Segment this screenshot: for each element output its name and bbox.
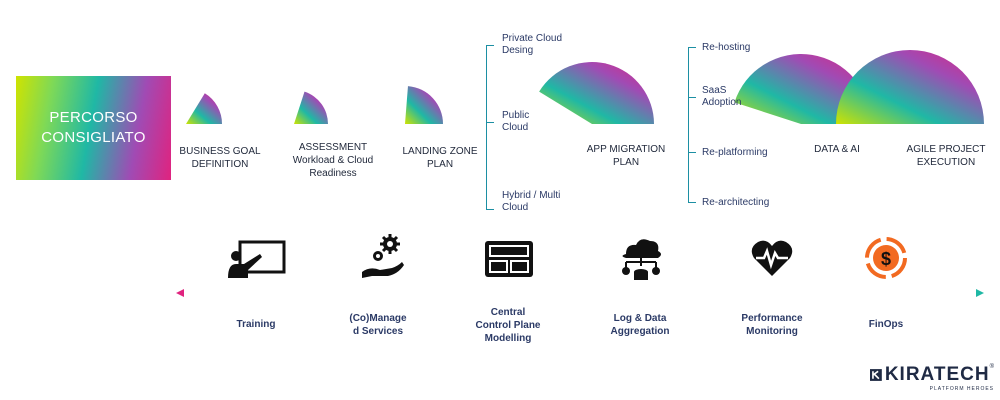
branch-hybrid-cloud: Hybrid / Multi Cloud (502, 190, 561, 213)
landing-bracket-tick (486, 209, 494, 210)
service-label-control-plane: Central Control Plane Modelling (475, 307, 541, 344)
branch-public-cloud: Public Cloud (502, 110, 530, 133)
branch-private-cloud: Private Cloud Desing (502, 33, 563, 56)
phase-label-landing: LANDING ZONE PLAN (402, 146, 478, 170)
logo-registered: ® (989, 364, 994, 370)
service-label-comanaged: (Co)Manage d Services (349, 313, 407, 337)
presentation-icon (228, 240, 286, 278)
phase-label-business: BUSINESS GOAL DEFINITION (179, 146, 261, 170)
phase-label-data: DATA & AI (814, 144, 860, 155)
kiratech-logo: KIRATECH ® PLATFORM HEROES (870, 364, 994, 392)
phase-wedge-assessment (294, 91, 328, 124)
service-label-training: Training (236, 319, 276, 330)
phase-label-agile: AGILE PROJECT EXECUTION (906, 144, 986, 168)
migration-bracket (688, 47, 689, 203)
service-label-finops: FinOps (868, 319, 904, 330)
service-label-log-aggregation: Log & Data Aggregation (610, 313, 670, 337)
phase-wedge-business (186, 93, 222, 124)
service-label-performance: Performance Monitoring (741, 313, 803, 337)
landing-bracket-tick (486, 122, 494, 123)
phase-wedge-data (734, 54, 871, 124)
phase-wedge-migration (539, 61, 654, 124)
recommended-path-block: PERCORSO CONSIGLIATO (16, 76, 171, 180)
branch-re-platforming: Re-platforming (702, 147, 768, 158)
recommended-path-label: PERCORSO CONSIGLIATO (41, 109, 146, 146)
migration-bracket-tick (688, 202, 696, 203)
logo-tagline: PLATFORM HEROES (929, 386, 994, 392)
phase-label-assessment: ASSESSMENT Workload & Cloud Readiness (292, 142, 374, 179)
timeline-arrow-left (176, 289, 184, 297)
migration-bracket-tick (688, 152, 696, 153)
heart-pulse-icon (751, 240, 793, 276)
branch-re-architecting: Re-architecting (702, 197, 770, 208)
cloud-data-icon (622, 239, 661, 280)
dollar-cycle-icon: $ (865, 237, 907, 279)
logo-wordmark: KIRATECH (884, 364, 990, 385)
timeline-arrow-right (976, 289, 984, 297)
migration-bracket-tick (688, 97, 696, 98)
landing-bracket (486, 45, 487, 210)
landing-bracket-tick (486, 45, 494, 46)
gears-hand-icon (362, 234, 404, 278)
migration-bracket-tick (688, 47, 696, 48)
kiratech-mark-icon (870, 369, 882, 381)
control-panel-icon (485, 241, 533, 277)
branch-saas-adoption: SaaS Adoption (702, 85, 742, 108)
branch-re-hosting: Re-hosting (702, 42, 751, 53)
svg-text:$: $ (881, 249, 891, 269)
phase-label-migration: APP MIGRATION PLAN (586, 144, 666, 168)
phase-wedge-agile (836, 50, 984, 124)
phase-wedge-landing (405, 86, 443, 124)
